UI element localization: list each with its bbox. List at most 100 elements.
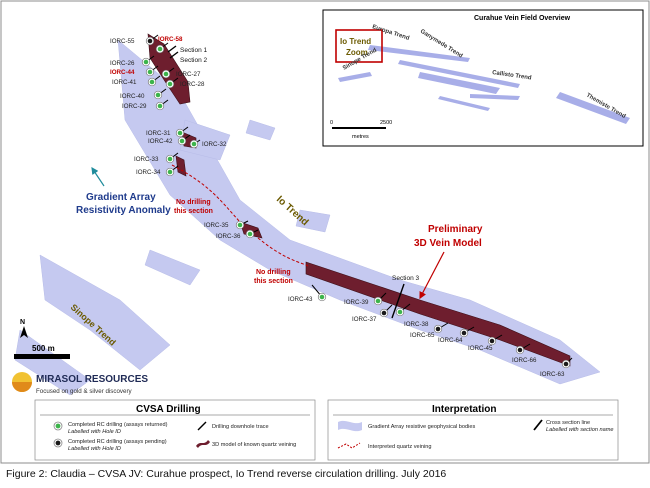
- no-drilling-note: this section: [174, 208, 213, 215]
- figure-caption: Figure 2: Claudia – CVSA JV: Curahue pro…: [6, 468, 447, 480]
- scale-bar: [14, 354, 70, 359]
- drillhole-marker: [489, 338, 495, 344]
- interpreted-vein-line: [171, 164, 241, 223]
- drillhole-label: IORC-45: [468, 345, 493, 352]
- drillhole: IORC-31: [146, 126, 189, 138]
- drillhole-label: IORC-39: [344, 299, 369, 306]
- preliminary-arrow: [419, 251, 445, 300]
- vein-body: [305, 261, 571, 367]
- legend-veining: Interpreted quartz veining: [368, 444, 431, 450]
- drillhole: IORC-55: [110, 34, 159, 46]
- drillhole-label: IORC-37: [352, 316, 377, 323]
- drillhole: IORC-66: [512, 343, 537, 364]
- drillhole-label: IORC-55: [110, 38, 135, 45]
- no-drilling-note: No drilling: [256, 269, 291, 276]
- drillhole-marker: [191, 141, 197, 147]
- anomaly-body: [295, 209, 331, 233]
- legend-box-interpretation: [327, 399, 619, 461]
- io-zoom-label: Zoom: [346, 48, 368, 57]
- drillhole-marker: [147, 38, 153, 44]
- section-line: [169, 51, 179, 59]
- section-lines: [167, 45, 405, 319]
- drillhole-marker: [381, 310, 387, 316]
- legend-section-sub: Labelled with section name: [546, 427, 613, 433]
- drillhole: IORC-58: [155, 36, 183, 54]
- drillhole-marker: [461, 330, 467, 336]
- gradient-arrow: [91, 167, 105, 187]
- drillhole: IORC-27: [161, 67, 201, 79]
- section-line: [391, 283, 405, 319]
- drillhole: IORC-34: [136, 165, 179, 177]
- drillhole: IORC-39: [344, 292, 387, 306]
- preliminary-model-label: Preliminary: [428, 224, 483, 235]
- drillhole-marker: [177, 130, 183, 136]
- drillhole: IORC-42: [148, 134, 191, 146]
- inset-overview: Curahue Vein Field Overview Io Trend Zoo…: [322, 9, 644, 147]
- inset-trend-label: Callisto Trend: [492, 70, 532, 82]
- drillhole-marker: [143, 59, 149, 65]
- drillhole-label: IORC-63: [540, 371, 565, 378]
- interpreted-vein-line: [257, 237, 309, 267]
- scale-bar-label: 500 m: [32, 344, 55, 353]
- drillhole-label: IORC-41: [112, 79, 137, 86]
- legend-pending-marker-core: [55, 440, 61, 446]
- drillhole-label: IORC-43: [288, 296, 313, 303]
- drillhole-label: IORC-36: [216, 233, 241, 240]
- gradient-array-label: Gradient Array: [86, 192, 156, 203]
- drillhole-label: IORC-38: [404, 321, 429, 328]
- drillhole-marker: [147, 69, 153, 75]
- legend-returned-sub: Labelled with Hole ID: [68, 429, 121, 435]
- drillhole-label: IORC-28: [180, 81, 205, 88]
- drillhole-marker: [163, 71, 169, 77]
- logo-name: MIRASOL RESOURCES: [36, 374, 148, 385]
- drillhole-label: IORC-64: [438, 337, 463, 344]
- drillhole-marker: [155, 92, 161, 98]
- inset-vein-bodies: [338, 45, 630, 124]
- drillhole-marker: [167, 169, 173, 175]
- no-drilling-note: No drilling: [176, 199, 211, 206]
- drillhole: IORC-65: [410, 322, 449, 339]
- legend-trace-symbol: [197, 421, 207, 431]
- inset-vein: [438, 96, 490, 111]
- section-line: [167, 45, 177, 53]
- drillhole: IORC-63: [540, 357, 573, 378]
- north-letter: N: [20, 319, 25, 326]
- drillhole: IORC-43: [288, 284, 327, 303]
- inset-vein: [398, 60, 520, 88]
- drillhole: IORC-32: [189, 139, 227, 149]
- legend-heading-cvsa: CVSA Drilling: [136, 404, 201, 415]
- mirasol-logo: MIRASOL RESOURCES Focused on gold & silv…: [12, 372, 148, 395]
- legend: CVSA Drilling Interpretation Completed R…: [34, 399, 619, 461]
- drillhole-label: IORC-32: [202, 141, 227, 148]
- drillhole-marker: [397, 309, 403, 315]
- drillhole-marker: [167, 156, 173, 162]
- drillhole: IORC-45: [468, 334, 503, 352]
- preliminary-model-label: 3D Vein Model: [414, 238, 482, 249]
- legend-gradient-symbol: [338, 420, 362, 432]
- drillhole: IORC-28: [165, 77, 205, 89]
- drillhole-label: IORC-33: [134, 156, 159, 163]
- legend-veining-symbol: [337, 442, 361, 449]
- drillhole: IORC-41: [112, 75, 161, 87]
- drillhole-marker: [375, 298, 381, 304]
- drillhole: IORC-26: [110, 55, 155, 67]
- legend-pending-sub: Labelled with Hole ID: [68, 446, 121, 452]
- drillhole-label: IORC-65: [410, 332, 435, 339]
- drillhole-marker: [517, 347, 523, 353]
- north-arrow: N: [20, 319, 28, 338]
- drillhole-marker: [247, 231, 253, 237]
- drillhole-label: IORC-31: [146, 130, 171, 137]
- section-label: Section 1: [180, 47, 207, 54]
- io-zoom-box: [335, 29, 383, 63]
- drillhole-marker: [167, 81, 173, 87]
- anomaly-body: [14, 329, 91, 396]
- drillhole: IORC-38: [395, 303, 429, 328]
- inset-scale-tick: 2500: [380, 120, 392, 126]
- gradient-array-label: Resistivity Anomaly: [76, 205, 171, 216]
- drillhole: IORC-37: [352, 304, 393, 323]
- anomaly-body: [245, 119, 276, 141]
- drillhole: IORC-64: [438, 326, 475, 344]
- drillhole-label: IORC-66: [512, 357, 537, 364]
